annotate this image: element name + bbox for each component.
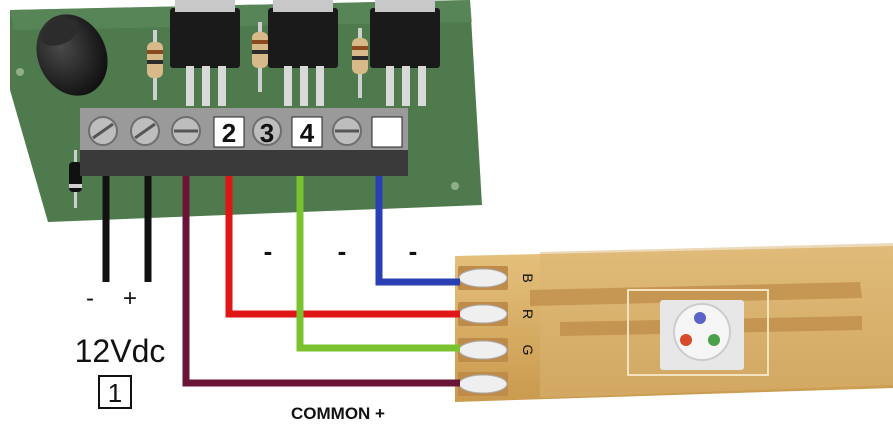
minus-mark-red: - [264, 236, 273, 266]
supply-number-badge: 1 [98, 375, 132, 409]
pad-b-label: B [520, 273, 536, 282]
terminal-label-4: 4 [291, 116, 323, 148]
minus-mark-green: - [338, 236, 347, 266]
strip-pad-g: G [458, 338, 536, 362]
led-red-die [680, 334, 692, 346]
supply-number-text: 1 [108, 378, 122, 408]
terminal-label-2: 2 [213, 116, 245, 148]
strip-pad-r: R [458, 302, 536, 326]
supply-plus-label: + [123, 285, 137, 312]
pad-g-label: G [520, 345, 536, 356]
transistor-3 [370, 0, 440, 106]
terminal-3-text: 3 [260, 118, 274, 148]
transistor-2 [268, 0, 338, 106]
terminal-label-3: 3 [260, 118, 274, 148]
capacitor [36, 14, 108, 96]
wire-red [225, 176, 460, 318]
resistor-3 [352, 28, 368, 98]
wire-green [296, 176, 460, 352]
wire-purple-common [182, 176, 460, 387]
resistor-1 [147, 30, 163, 100]
common-plus-label: COMMON + [291, 404, 385, 423]
terminal-2-text: 2 [222, 118, 236, 148]
terminal-label-blank [371, 116, 403, 148]
diode [69, 150, 82, 208]
strip-pad-b: B [458, 266, 536, 290]
resistor-2 [252, 22, 268, 92]
supply-voltage-label: 12Vdc [75, 333, 166, 369]
led-green-die [708, 334, 720, 346]
supply-minus-label: - [86, 285, 94, 312]
transistor-1 [170, 0, 240, 106]
led-blue-die [694, 312, 706, 324]
minus-mark-blue: - [409, 236, 418, 266]
rgb-led [660, 300, 744, 370]
pad-r-label: R [520, 309, 536, 319]
terminal-4-text: 4 [300, 118, 315, 148]
strip-pad-common [458, 372, 508, 396]
wire-blue [375, 176, 460, 286]
